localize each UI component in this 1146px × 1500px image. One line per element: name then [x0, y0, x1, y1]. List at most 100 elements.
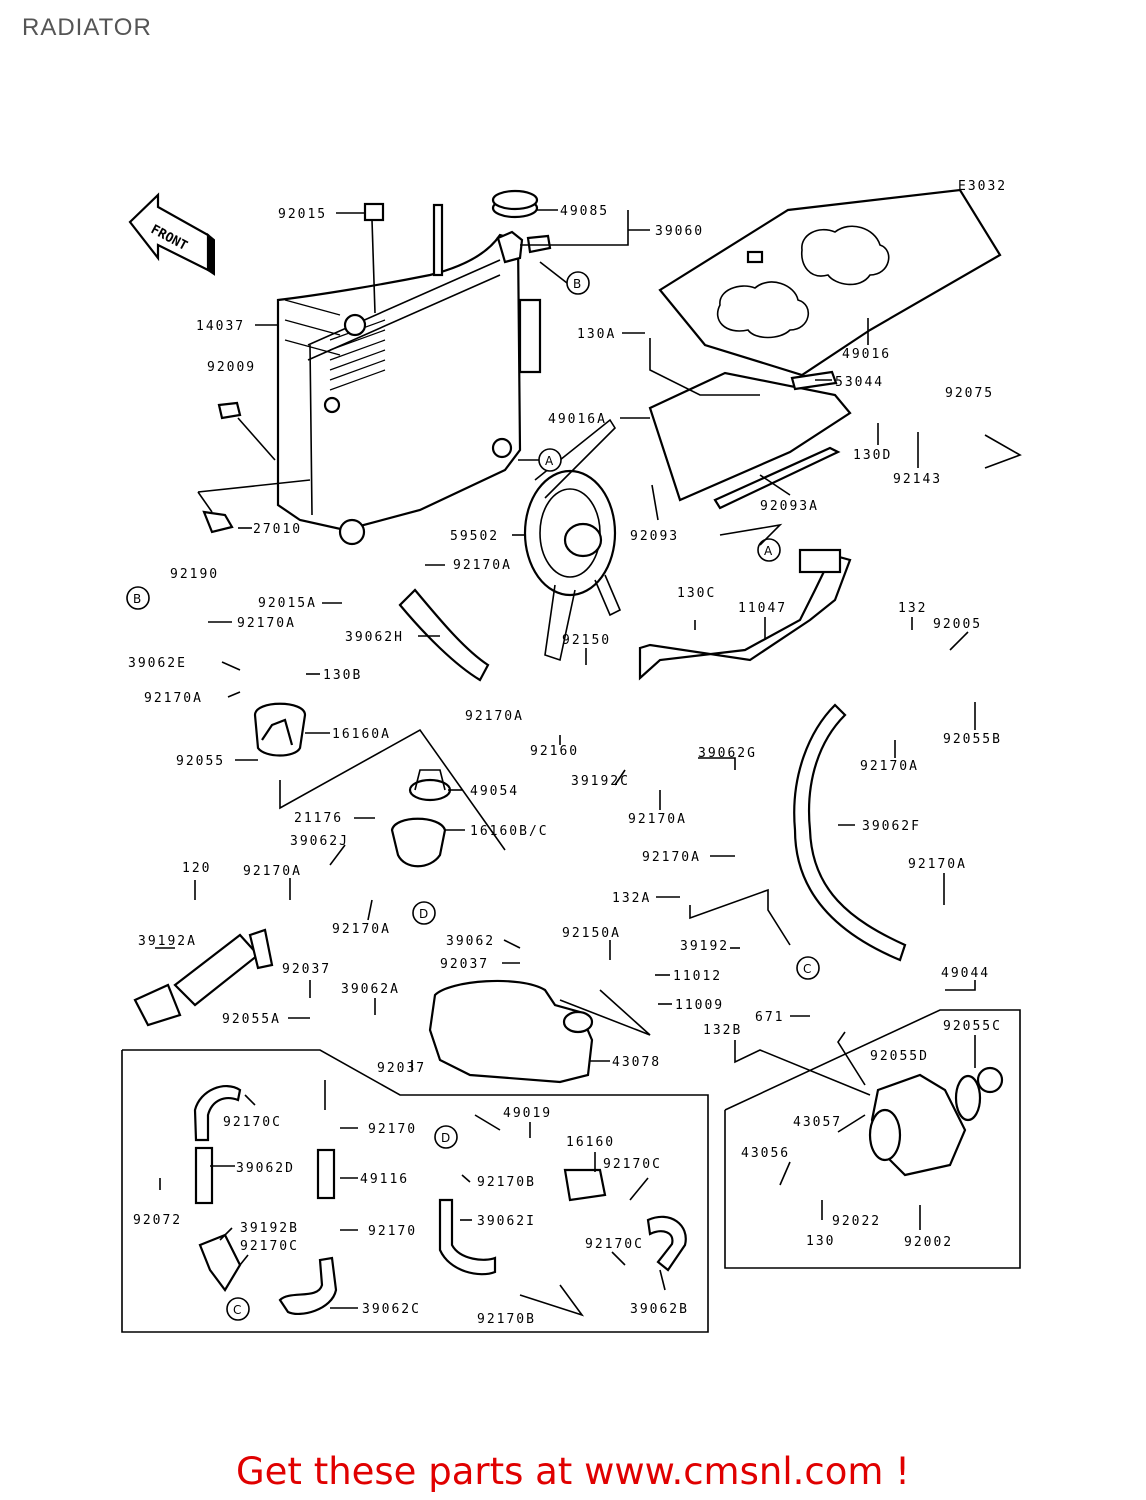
part-label-39062E: 39062E	[128, 656, 187, 671]
part-label-92037-a: 92037	[440, 957, 489, 972]
part-label-92170C-b: 92170C	[603, 1157, 662, 1172]
part-label-92170C-d: 92170C	[585, 1237, 644, 1252]
part-label-16160BC: 16160B/C	[470, 824, 549, 839]
part-label-92170B-a: 92170B	[477, 1175, 536, 1190]
exploded-parts-diagram: E3032 FRONT	[121, 179, 1022, 1333]
circle-ref-d-mid: D	[412, 901, 436, 925]
part-label-92037-b: 92037	[282, 962, 331, 977]
part-label-92075: 92075	[945, 386, 994, 401]
part-label-21176: 21176	[294, 811, 343, 826]
part-label-49019: 49019	[503, 1106, 552, 1121]
circle-ref-b-left: B	[126, 586, 150, 610]
part-label-49016: 49016	[842, 347, 891, 362]
front-arrow-icon: FRONT	[128, 192, 215, 276]
svg-text:A: A	[545, 454, 554, 468]
part-label-92093: 92093	[630, 529, 679, 544]
part-label-14037: 14037	[196, 319, 245, 334]
circle-ref-c-inset: C	[226, 1297, 250, 1321]
part-label-39192A: 39192A	[138, 934, 197, 949]
part-label-92037-c: 92037	[377, 1061, 426, 1076]
part-label-130B: 130B	[323, 668, 362, 683]
part-label-39062J: 39062J	[290, 834, 349, 849]
part-label-92170-a: 92170	[368, 1122, 417, 1137]
part-label-53044: 53044	[835, 375, 884, 390]
svg-text:D: D	[419, 907, 428, 921]
part-label-92015A: 92015A	[258, 596, 317, 611]
part-label-92055B: 92055B	[943, 732, 1002, 747]
part-label-39192B: 39192B	[240, 1221, 299, 1236]
part-label-39192: 39192	[680, 939, 729, 954]
part-label-92170A-c: 92170A	[642, 850, 701, 865]
water-pump	[868, 1073, 982, 1177]
part-label-132A: 132A	[612, 891, 651, 906]
circle-ref-a-top: A	[538, 448, 562, 472]
part-label-130A: 130A	[577, 327, 616, 342]
circle-ref-c-mid: C	[796, 956, 820, 980]
part-label-92170A-i: 92170A	[465, 709, 524, 724]
part-label-11012: 11012	[673, 969, 722, 984]
part-label-39062G: 39062G	[698, 746, 757, 761]
part-label-59502: 59502	[450, 529, 499, 544]
part-label-43056: 43056	[741, 1146, 790, 1161]
page-title: RADIATOR	[22, 14, 152, 41]
part-label-92160: 92160	[530, 744, 579, 759]
svg-text:A: A	[764, 544, 773, 558]
part-label-49085: 49085	[560, 204, 609, 219]
part-label-39062H: 39062H	[345, 630, 404, 645]
part-label-16160: 16160	[566, 1135, 615, 1150]
part-label-92170A-j: 92170A	[332, 922, 391, 937]
part-label-671: 671	[755, 1010, 784, 1025]
svg-text:C: C	[803, 962, 811, 976]
part-label-92170C-a: 92170C	[223, 1115, 282, 1130]
part-label-39062D: 39062D	[236, 1161, 295, 1176]
part-label-92150: 92150	[562, 633, 611, 648]
part-label-39062B: 39062B	[630, 1302, 689, 1317]
part-label-130C: 130C	[677, 586, 716, 601]
part-label-39062: 39062	[446, 934, 495, 949]
part-label-130: 130	[806, 1234, 835, 1249]
part-label-43057: 43057	[793, 1115, 842, 1130]
part-label-120: 120	[182, 861, 211, 876]
part-label-92015-top: 92015	[278, 207, 327, 222]
part-label-92143: 92143	[893, 472, 942, 487]
reservoir-tank	[428, 979, 594, 1084]
circle-ref-a-bracket: A	[757, 538, 781, 562]
part-label-92170A-d: 92170A	[908, 857, 967, 872]
part-label-49116: 49116	[360, 1172, 409, 1187]
part-label-92005: 92005	[933, 617, 982, 632]
part-label-39062I: 39062I	[477, 1214, 536, 1229]
part-label-39060: 39060	[655, 224, 704, 239]
part-label-92093A: 92093A	[760, 499, 819, 514]
part-label-92170B-b: 92170B	[477, 1312, 536, 1327]
part-label-132B: 132B	[703, 1023, 742, 1038]
part-label-132: 132	[898, 601, 927, 616]
part-label-92170A-g: 92170A	[237, 616, 296, 631]
part-label-92170A-e: 92170A	[628, 812, 687, 827]
radiator	[276, 203, 552, 546]
part-label-92022: 92022	[832, 1214, 881, 1229]
cooling-fan	[523, 418, 622, 662]
part-label-130D: 130D	[853, 448, 892, 463]
circle-ref-b-top: B	[566, 271, 590, 295]
part-label-92150A: 92150A	[562, 926, 621, 941]
circle-ref-d-inset: D	[434, 1125, 458, 1149]
part-label-92170A-b: 92170A	[243, 864, 302, 879]
part-label-92170C-c: 92170C	[240, 1239, 299, 1254]
cta-link-text[interactable]: Get these parts at www.cmsnl.com !	[235, 1450, 910, 1493]
part-label-49016A: 49016A	[548, 412, 607, 427]
part-label-92055: 92055	[176, 754, 225, 769]
svg-text:B: B	[133, 592, 141, 606]
part-label-92170A-a: 92170A	[453, 558, 512, 573]
shroud-plate	[658, 188, 1002, 377]
drawing-code: E3032	[958, 179, 1007, 194]
part-label-92072: 92072	[133, 1213, 182, 1228]
part-label-92190: 92190	[170, 567, 219, 582]
part-label-92170-b: 92170	[368, 1224, 417, 1239]
part-label-49054: 49054	[470, 784, 519, 799]
part-label-27010: 27010	[253, 522, 302, 537]
part-label-92055A: 92055A	[222, 1012, 281, 1027]
part-label-49044: 49044	[941, 966, 990, 981]
part-label-11009: 11009	[675, 998, 724, 1013]
svg-text:B: B	[573, 277, 581, 291]
svg-text:D: D	[441, 1131, 450, 1145]
